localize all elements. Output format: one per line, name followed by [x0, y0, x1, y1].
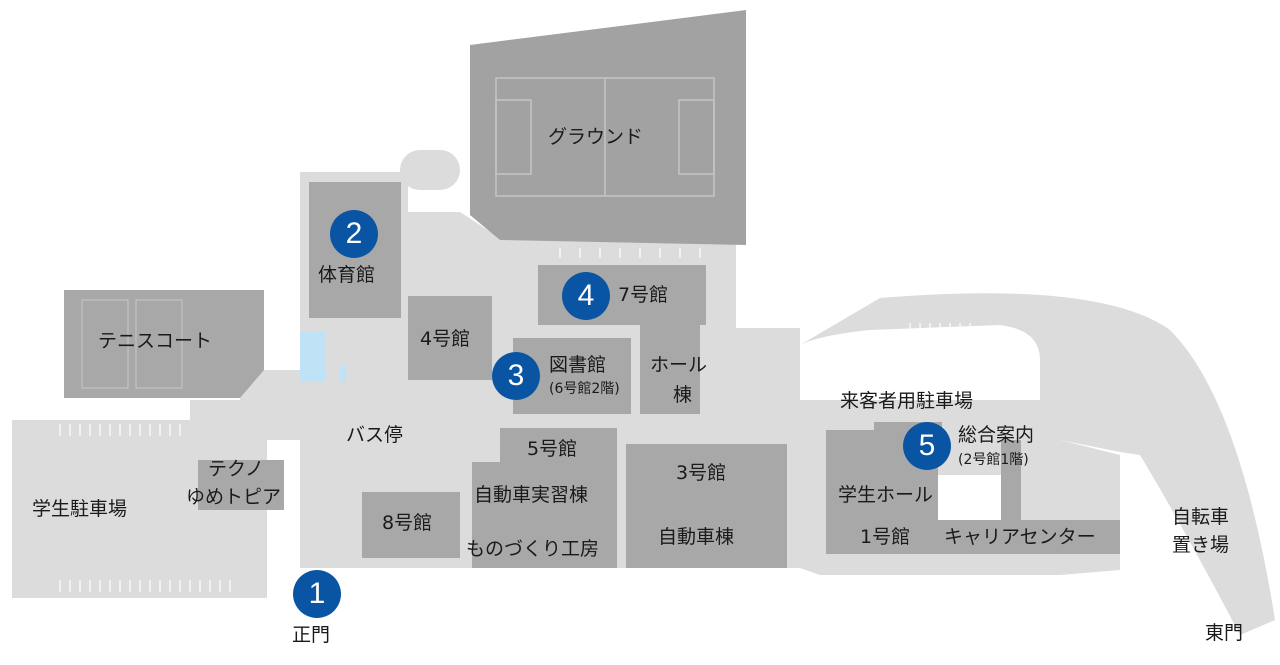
label-bldg3: 3号館 [676, 462, 727, 484]
ground-field [470, 10, 746, 245]
label-car-practice: 自動車実習棟 [474, 484, 589, 506]
label-hall-top: ホール [650, 354, 708, 376]
label-tennis: テニスコート [98, 330, 213, 352]
marker-1[interactable]: 1 [293, 570, 341, 618]
label-main-gate: 正門 [292, 624, 331, 646]
label-guest-parking: 来客者用駐車場 [840, 390, 974, 412]
label-info: 総合案内 [958, 424, 1035, 446]
label-bldg8: 8号館 [382, 512, 433, 534]
label-bus-stop: バス停 [346, 424, 404, 446]
label-bldg5: 5号館 [527, 438, 578, 460]
label-hall-bottom: 棟 [673, 384, 693, 406]
label-east-gate: 東門 [1205, 622, 1244, 644]
label-student-parking: 学生駐車場 [32, 498, 128, 520]
label-ground: グラウンド [548, 126, 644, 148]
label-library: 図書館 [549, 354, 607, 376]
label-student-hall: 学生ホール [838, 484, 934, 506]
label-bldg4: 4号館 [420, 328, 471, 350]
open-spaces [826, 338, 1006, 520]
label-bldg1: 1号館 [860, 526, 911, 548]
label-library-sub: (6号館2階) [549, 381, 620, 397]
marker-2[interactable]: 2 [330, 210, 378, 258]
label-bldg7: 7号館 [618, 284, 669, 306]
marker-5[interactable]: 5 [903, 422, 951, 470]
buildings [198, 182, 1120, 568]
parking-stripes [59, 248, 971, 592]
label-techno-2: ゆめトピア [186, 486, 282, 508]
label-info-sub: (2号館1階) [958, 452, 1029, 468]
label-gym: 体育館 [318, 264, 376, 286]
label-monozukuri: ものづくり工房 [466, 538, 600, 560]
label-bike-2: 置き場 [1172, 534, 1230, 556]
marker-4[interactable]: 4 [562, 272, 610, 320]
label-career: キャリアセンター [944, 526, 1096, 548]
label-bike-1: 自転車 [1172, 506, 1230, 528]
label-techno-1: テクノ [208, 458, 264, 480]
marker-3[interactable]: 3 [492, 352, 540, 400]
tennis-court-area [64, 290, 264, 398]
label-car-bldg: 自動車棟 [658, 526, 735, 548]
pool [300, 332, 346, 382]
